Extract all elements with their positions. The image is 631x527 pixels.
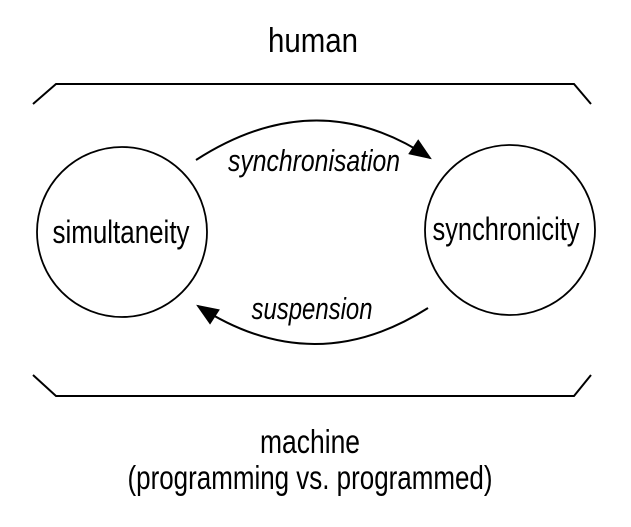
machine-label: machine — [260, 423, 360, 460]
left-node-circle — [36, 146, 208, 318]
left-node-label: simultaneity — [53, 214, 190, 250]
right-node-label: synchronicity — [433, 211, 580, 247]
suspension-arrow — [196, 304, 429, 345]
synchronisation-arrow — [195, 119, 432, 161]
right-node-circle — [424, 144, 596, 316]
suspension-arrow-label: suspension — [252, 291, 373, 326]
top-bracket-line — [32, 83, 592, 105]
human-label: human — [268, 22, 358, 60]
bottom-bracket-line — [32, 374, 592, 397]
machine-sublabel: (programming vs. programmed) — [128, 459, 493, 496]
synchronisation-arrow-label: synchronisation — [228, 143, 400, 178]
